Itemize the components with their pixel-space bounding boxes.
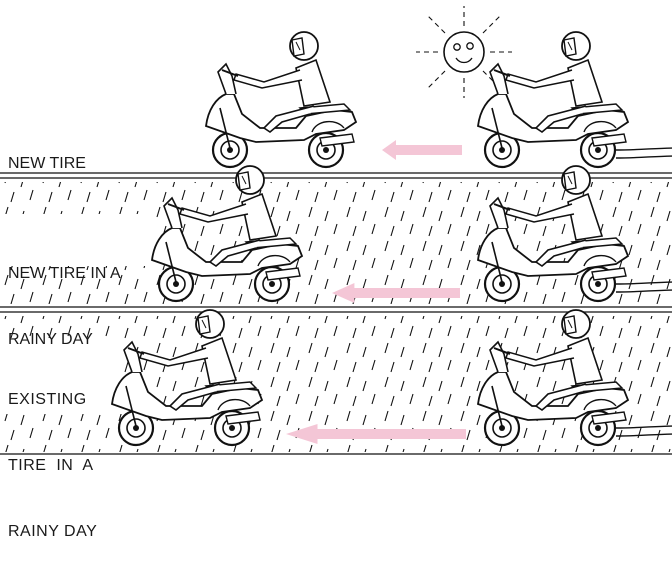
panel-3-label-line-1: EXISTING: [8, 389, 97, 411]
scooter-rider-icon: [206, 32, 356, 167]
panel-1: [206, 6, 672, 167]
panel-3-label: EXISTING TIRE IN A RAINY DAY: [8, 345, 97, 565]
panel-3-label-line-3: RAINY DAY: [8, 521, 97, 543]
motion-arrow: [382, 140, 462, 160]
panel-1-label-line-1: NEW TIRE: [8, 153, 86, 175]
panel-3-label-line-2: TIRE IN A: [8, 455, 97, 477]
tread-mark: [616, 148, 672, 158]
panel-1-label: NEW TIRE: [8, 109, 86, 197]
panel-2-label-line-1: NEW TIRE IN A: [8, 263, 121, 285]
